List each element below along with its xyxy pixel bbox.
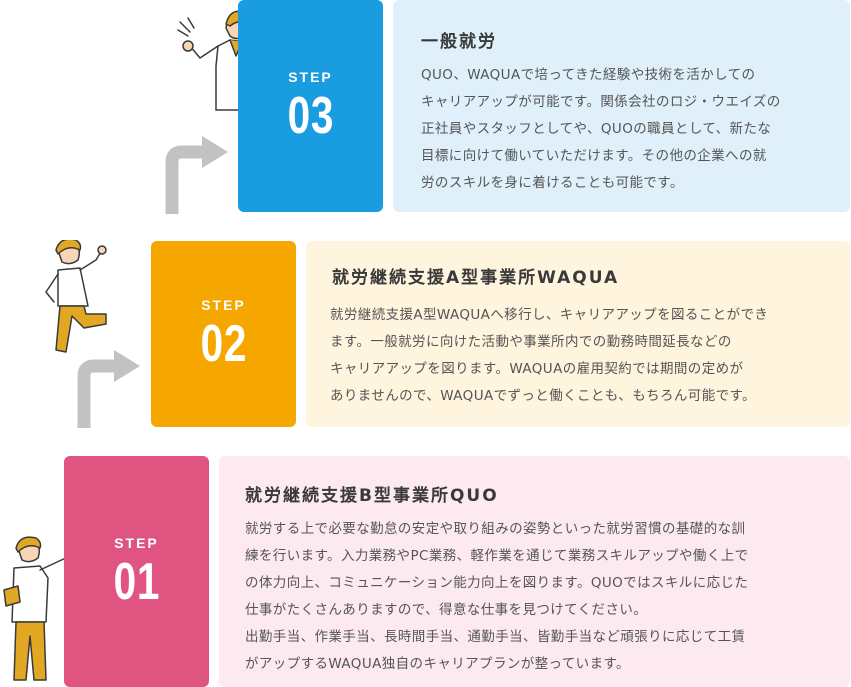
step-03-number: 03	[287, 87, 334, 145]
step-02-box: STEP 02	[151, 241, 296, 427]
running-man-icon	[45, 240, 107, 353]
step-01-line: 就労する上で必要な勤怠の安定や取り組みの姿勢といった就労習慣の基礎的な訓	[245, 521, 746, 537]
step-03-line: 目標に向けて働いていただけます。その他の企業への就	[421, 148, 767, 164]
step-02-line: キャリアアップを図ります。WAQUAの雇用契約では期間の定めが	[330, 361, 744, 377]
up-right-arrow-icon	[165, 136, 228, 214]
step-02-title: 就労継続支援A型事業所WAQUA	[332, 268, 620, 288]
step-03-title: 一般就労	[421, 32, 497, 52]
step-01-line: 練を行います。入力業務やPC業務、軽作業を通じて業務スキルアップや働く上で	[245, 548, 749, 564]
step-01-line: 出勤手当、作業手当、長時間手当、通勤手当、皆勤手当など頑張りに応じて工賃	[245, 629, 746, 645]
step-02-panel: 就労継続支援A型事業所WAQUA 就労継続支援A型WAQUAへ移行し、キャリアア…	[306, 241, 850, 427]
up-right-arrow-icon	[77, 350, 140, 428]
step-02-line: 就労継続支援A型WAQUAへ移行し、キャリアアップを図ることができ	[330, 307, 769, 323]
step-03-line: キャリアアップが可能です。関係会社のロジ・ウエイズの	[421, 94, 781, 110]
step-01-label: STEP	[114, 534, 159, 551]
step-01-box: STEP 01	[64, 456, 209, 687]
step-02-line: ありませんので、WAQUAでずっと働くことも、もちろん可能です。	[330, 388, 756, 404]
step-02-label: STEP	[201, 297, 246, 313]
step-02-line: ます。一般就労に向けた活動や事業所内での勤務時間延長などの	[330, 334, 732, 350]
step-03-line: 正社員やスタッフとしてや、QUOの職員として、新たな	[421, 121, 772, 137]
step-01-panel: 就労継続支援B型事業所QUO 就労する上で必要な勤怠の安定や取り組みの姿勢といっ…	[219, 456, 850, 687]
step-03-description: QUO、WAQUAで培ってきた経験や技術を活かしての キャリアアップが可能です。…	[421, 62, 781, 197]
step-03-label: STEP	[288, 69, 333, 85]
step-03-box: STEP 03	[238, 0, 383, 212]
step-03-line: 労のスキルを身に着けることも可能です。	[421, 175, 684, 191]
step-01-title: 就労継続支援B型事業所QUO	[245, 486, 499, 506]
step-01-line: の体力向上、コミュニケーション能力向上を図ります。QUOではスキルに応じた	[245, 575, 749, 591]
step-01-description: 就労する上で必要な勤怠の安定や取り組みの姿勢といった就労習慣の基礎的な訓 練を行…	[245, 516, 749, 678]
step-01-line: 仕事がたくさんありますので、得意な仕事を見つけてください。	[245, 602, 648, 618]
step-02-number: 02	[200, 315, 247, 373]
step-02-description: 就労継続支援A型WAQUAへ移行し、キャリアアップを図ることができ ます。一般就…	[330, 302, 768, 410]
step-01-line: がアップするWAQUA独自のキャリアプランが整っています。	[245, 656, 630, 672]
step-03-line: QUO、WAQUAで培ってきた経験や技術を活かしての	[421, 67, 756, 83]
step-01-number: 01	[113, 552, 160, 611]
step-03-panel: 一般就労 QUO、WAQUAで培ってきた経験や技術を活かしての キャリアアップが…	[393, 0, 850, 212]
pointing-man-icon	[3, 536, 93, 681]
